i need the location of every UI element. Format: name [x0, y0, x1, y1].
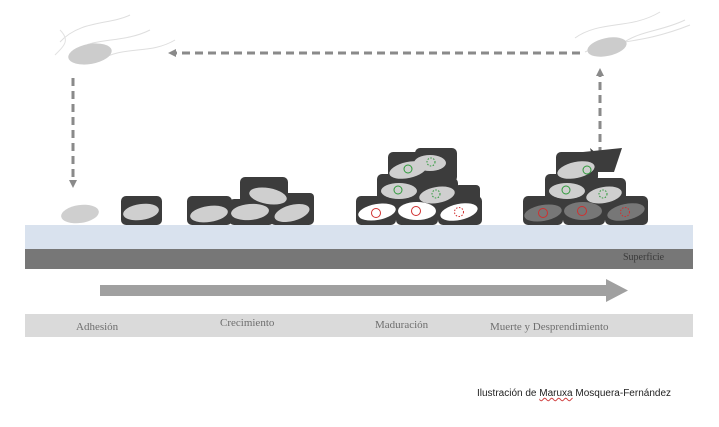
surface-label: Superficie: [623, 252, 665, 263]
planktonic-bacterium-right: [574, 11, 691, 57]
substrate-bottom-layer: [25, 249, 693, 269]
illustration-credit: Ilustración de Maruxa Mosquera-Fernández: [477, 388, 671, 399]
stage-label-growth: Crecimiento: [220, 317, 275, 329]
progression-arrow: [100, 279, 628, 302]
stage-adhesion-cells: [61, 196, 162, 225]
stage-maturation-cells: [356, 148, 482, 225]
stage-label-death-detachment: Muerte y Desprendimiento: [490, 321, 609, 333]
cycle-arrows: [69, 49, 604, 188]
stage-label-maturation: Maduración: [375, 319, 429, 331]
substrate-top-layer: [25, 225, 693, 249]
credit-name-underlined: Maruxa: [539, 388, 573, 399]
stage-growth-cells: [187, 177, 314, 225]
planktonic-bacterium-left: [54, 14, 176, 65]
stage-death-detachment-cells: [523, 148, 648, 225]
credit-prefix: Ilustración de: [477, 388, 540, 399]
stage-label-bar: [25, 314, 693, 337]
credit-suffix: Mosquera-Fernández: [572, 388, 672, 399]
stage-label-adhesion: Adhesión: [76, 321, 119, 333]
